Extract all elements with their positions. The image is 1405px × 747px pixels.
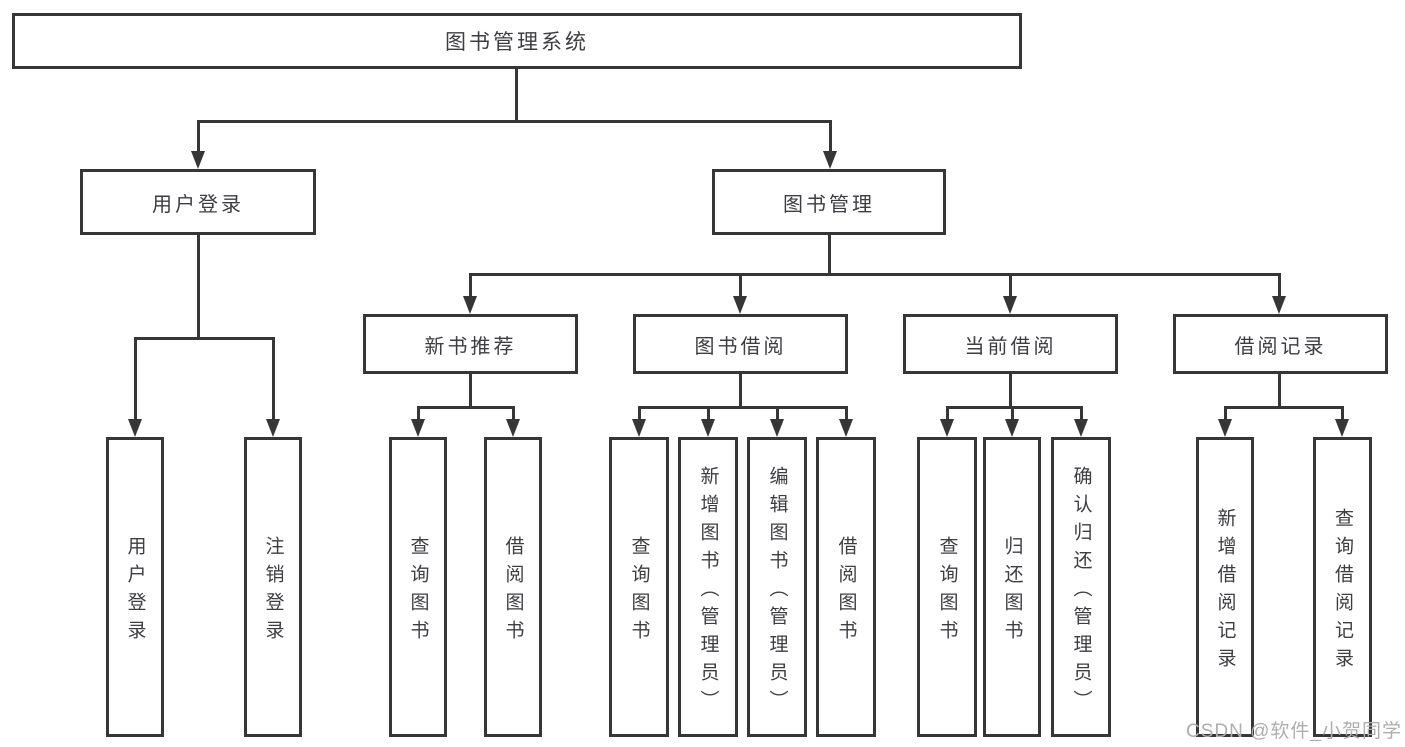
connector-drop-leaf <box>1080 406 1083 421</box>
leaf-label: 新增图书（管理员） <box>697 465 719 718</box>
connector-drop-new-book <box>469 273 472 298</box>
arrowhead-down <box>463 296 477 314</box>
leaf-label: 编辑图书（管理员） <box>766 465 788 718</box>
node-book-management: 图书管理 <box>712 169 946 235</box>
connector-new-book-stub <box>469 374 472 408</box>
arrowhead-down <box>1005 419 1019 437</box>
leaf-borrow-books-recommend: 借阅图书 <box>484 437 542 737</box>
leaf-label: 查询图书 <box>628 535 650 648</box>
arrowhead-down <box>1272 296 1286 314</box>
leaf-query-books-recommend: 查询图书 <box>389 437 447 737</box>
leaf-label: 借阅图书 <box>835 535 857 648</box>
arrowhead-down <box>1218 419 1232 437</box>
arrowhead-down <box>191 151 205 169</box>
arrowhead-down <box>266 419 280 437</box>
connector-drop-leaf <box>707 406 710 421</box>
leaf-query-books-current: 查询图书 <box>917 437 977 737</box>
leaf-confirm-return-admin: 确认归还（管理员） <box>1051 437 1111 737</box>
arrowhead-down <box>632 419 646 437</box>
arrowhead-down <box>1335 419 1349 437</box>
arrowhead-down <box>839 419 853 437</box>
connector-user-login-stub <box>197 235 200 339</box>
connector-drop-leaf <box>776 406 779 421</box>
connector-drop-book-borrowing <box>739 273 742 298</box>
leaf-label: 确认归还（管理员） <box>1070 465 1092 718</box>
node-book-borrowing: 图书借阅 <box>633 314 848 374</box>
leaf-borrow-books: 借阅图书 <box>816 437 876 737</box>
connector-drop-current-borrowing <box>1009 273 1012 298</box>
node-user-login: 用户登录 <box>80 169 316 235</box>
node-new-book-recommend: 新书推荐 <box>363 314 578 374</box>
leaf-label: 用户登录 <box>124 535 146 648</box>
connector-borrowing-records-horizontal <box>1224 406 1343 409</box>
arrowhead-down <box>128 419 142 437</box>
leaf-query-books-borrowing: 查询图书 <box>609 437 669 737</box>
leaf-edit-books-admin: 编辑图书（管理员） <box>747 437 807 737</box>
connector-borrowing-records-stub <box>1278 374 1281 408</box>
arrowhead-down <box>733 296 747 314</box>
connector-current-borrowing-stub <box>1009 374 1012 408</box>
connector-drop-leaf <box>417 406 420 421</box>
leaf-label: 归还图书 <box>1001 535 1023 648</box>
connector-drop-leaf <box>1341 406 1344 421</box>
connector-drop-leaf <box>512 406 515 421</box>
connector-book-borrowing-stub <box>739 374 742 408</box>
leaf-add-books-admin: 新增图书（管理员） <box>678 437 738 737</box>
connector-drop-leaf <box>1224 406 1227 421</box>
arrowhead-down <box>506 419 520 437</box>
connector-root-stub <box>515 69 518 122</box>
connector-book-management-stub <box>828 235 831 275</box>
leaf-label: 查询借阅记录 <box>1332 507 1353 676</box>
leaf-label: 借阅图书 <box>502 535 524 648</box>
connector-drop-leaf <box>134 337 137 421</box>
connector-drop-leaf <box>272 337 275 421</box>
arrowhead-down <box>770 419 784 437</box>
leaf-query-borrow-record: 查询借阅记录 <box>1313 437 1372 737</box>
leaf-user-login: 用户登录 <box>106 437 164 737</box>
connector-drop-leaf <box>1011 406 1014 421</box>
leaf-label: 新增借阅记录 <box>1214 507 1236 676</box>
arrowhead-down <box>940 419 954 437</box>
arrowhead-down <box>701 419 715 437</box>
connector-new-book-horizontal <box>417 406 515 409</box>
arrowhead-down <box>823 151 837 169</box>
csdn-watermark: CSDN @软件_小贺同学 <box>1186 721 1402 742</box>
leaf-label: 查询图书 <box>936 535 958 648</box>
connector-current-borrowing-horizontal <box>946 406 1082 409</box>
connector-user-login-horizontal <box>134 337 275 340</box>
arrowhead-down <box>1074 419 1088 437</box>
connector-drop-borrowing-records <box>1278 273 1281 298</box>
node-current-borrowing: 当前借阅 <box>903 314 1118 374</box>
connector-drop-leaf <box>638 406 641 421</box>
connector-level3-horizontal <box>469 273 1281 276</box>
connector-drop-leaf <box>845 406 848 421</box>
connector-book-borrowing-horizontal <box>638 406 847 409</box>
connector-drop-user-login <box>197 120 200 153</box>
leaf-label: 注销登录 <box>262 535 284 648</box>
leaf-return-books: 归还图书 <box>983 437 1041 737</box>
leaf-logout: 注销登录 <box>244 437 302 737</box>
connector-root-horizontal <box>197 120 831 123</box>
connector-drop-book-management <box>829 120 832 153</box>
node-library-system: 图书管理系统 <box>12 13 1022 69</box>
node-borrowing-records: 借阅记录 <box>1173 314 1388 374</box>
arrowhead-down <box>411 419 425 437</box>
connector-drop-leaf <box>946 406 949 421</box>
leaf-label: 查询图书 <box>407 535 429 648</box>
arrowhead-down <box>1003 296 1017 314</box>
leaf-add-borrow-record: 新增借阅记录 <box>1196 437 1254 737</box>
